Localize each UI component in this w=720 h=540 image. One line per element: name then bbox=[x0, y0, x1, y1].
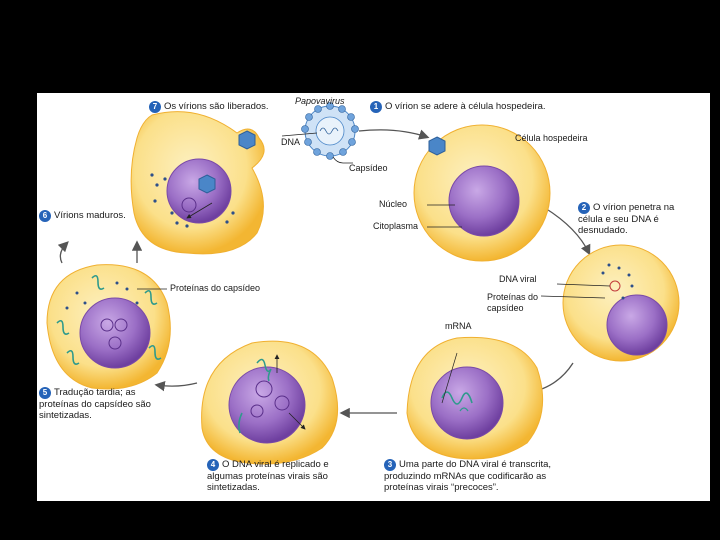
cell-step-4 bbox=[201, 340, 339, 465]
virus-replication-cycle-diagram bbox=[46, 102, 680, 465]
step-1-text: O vírion se adere à célula hospedeira. bbox=[385, 101, 546, 112]
dna-viral-label: DNA viral bbox=[499, 274, 537, 284]
step-4-text: O DNA viral é replicado e algumas proteí… bbox=[207, 459, 329, 493]
nucleo-label: Núcleo bbox=[379, 199, 408, 209]
arrow-2-to-3 bbox=[544, 207, 591, 256]
capsideo-label: Capsídeo bbox=[349, 163, 388, 173]
proteinas-capsideo-left-label: Proteínas do capsídeo bbox=[170, 283, 261, 293]
step-5-text: Tradução tardia; as proteínas do capsíde… bbox=[39, 387, 151, 421]
step-3-number: 3 bbox=[384, 459, 396, 471]
step-3-text: Uma parte do DNA viral é transcrita, pro… bbox=[384, 459, 552, 493]
cell-step-2 bbox=[540, 244, 680, 362]
cell-step-3 bbox=[406, 336, 544, 460]
step-5-number: 5 bbox=[39, 387, 51, 399]
step-2-number: 2 bbox=[578, 202, 590, 214]
cell-step-5 bbox=[46, 264, 171, 390]
papovavirus-particle bbox=[281, 102, 359, 164]
step-7-number: 7 bbox=[149, 101, 161, 113]
arrow-5-to-6 bbox=[154, 381, 198, 392]
papovavirus-label: Papovavirus bbox=[295, 96, 345, 106]
step-2-text: O vírion penetra na célula e seu DNA é d… bbox=[578, 202, 675, 236]
step-1-number: 1 bbox=[370, 101, 382, 113]
step-7-text: Os vírions são liberados. bbox=[164, 101, 269, 112]
celula-hospedeira-label: Célula hospedeira bbox=[515, 133, 588, 143]
step-4-number: 4 bbox=[207, 459, 219, 471]
arrow-1-to-2 bbox=[358, 129, 430, 140]
citoplasma-label: Citoplasma bbox=[373, 221, 419, 231]
cycle-arrows bbox=[131, 129, 591, 419]
arrow-5-6-loop bbox=[57, 241, 69, 264]
mrna-label: mRNA bbox=[445, 321, 472, 331]
cell-step-7 bbox=[130, 111, 265, 255]
cell-step-1 bbox=[413, 124, 551, 262]
dna-label: DNA bbox=[281, 137, 301, 147]
step-6-number: 6 bbox=[39, 210, 51, 222]
step-6-text: Vírions maduros. bbox=[54, 210, 126, 221]
proteinas-capsideo-right-label: Proteínas do capsídeo bbox=[487, 292, 539, 313]
